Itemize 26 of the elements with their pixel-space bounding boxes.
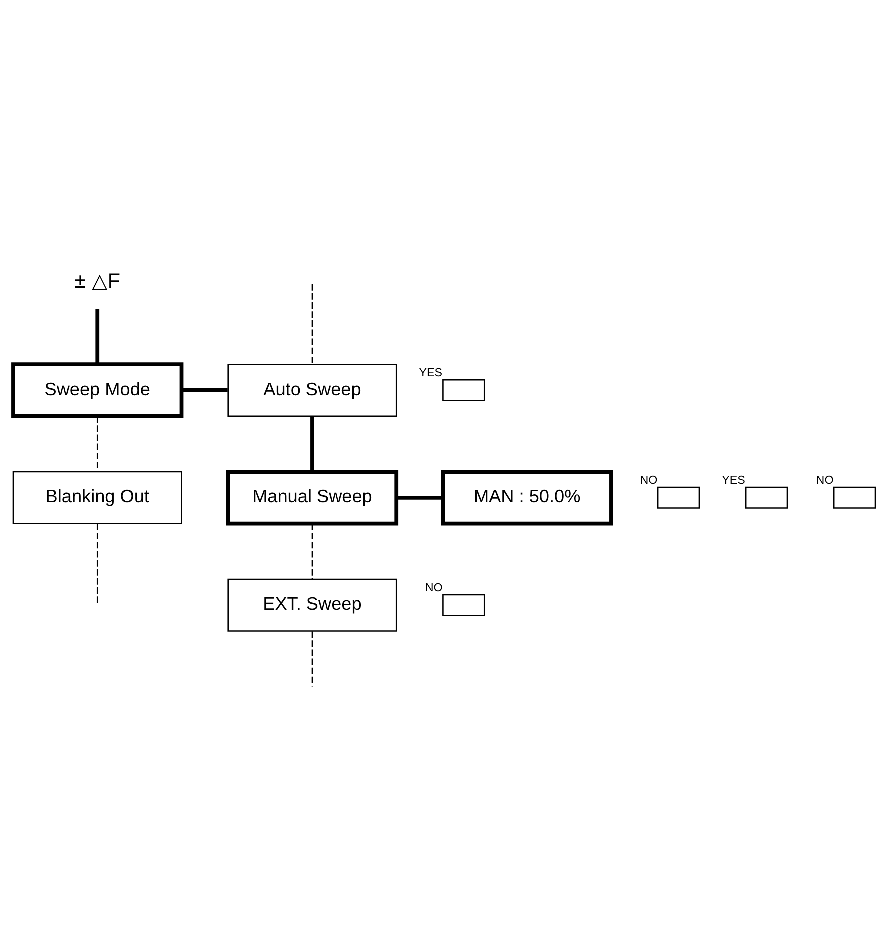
node-box [442, 594, 486, 616]
node-box [657, 486, 700, 508]
connector [96, 416, 98, 472]
node-label: YES [419, 366, 443, 380]
connector [312, 284, 314, 364]
node-box [745, 486, 788, 508]
node-label: YES [722, 473, 746, 486]
node-box: EXT. Sweep [228, 578, 398, 632]
node-label: NO [425, 580, 443, 594]
connector [310, 416, 314, 472]
connector [312, 524, 314, 579]
node-box: Manual Sweep [226, 470, 399, 526]
connector [182, 388, 228, 392]
node-label: NO [816, 473, 834, 486]
node-box [442, 378, 486, 401]
node-box: Blanking Out [12, 470, 182, 524]
connector [96, 524, 98, 604]
node-label: NO [640, 473, 658, 486]
connector [396, 495, 443, 500]
node-box: Sweep Mode [12, 362, 184, 418]
node-box: MAN : 50.0% [441, 470, 614, 526]
connector [96, 308, 100, 364]
connector [312, 631, 314, 686]
node-box: Auto Sweep [228, 363, 398, 417]
node-text: ± △F [74, 269, 120, 292]
node-box [833, 486, 876, 508]
